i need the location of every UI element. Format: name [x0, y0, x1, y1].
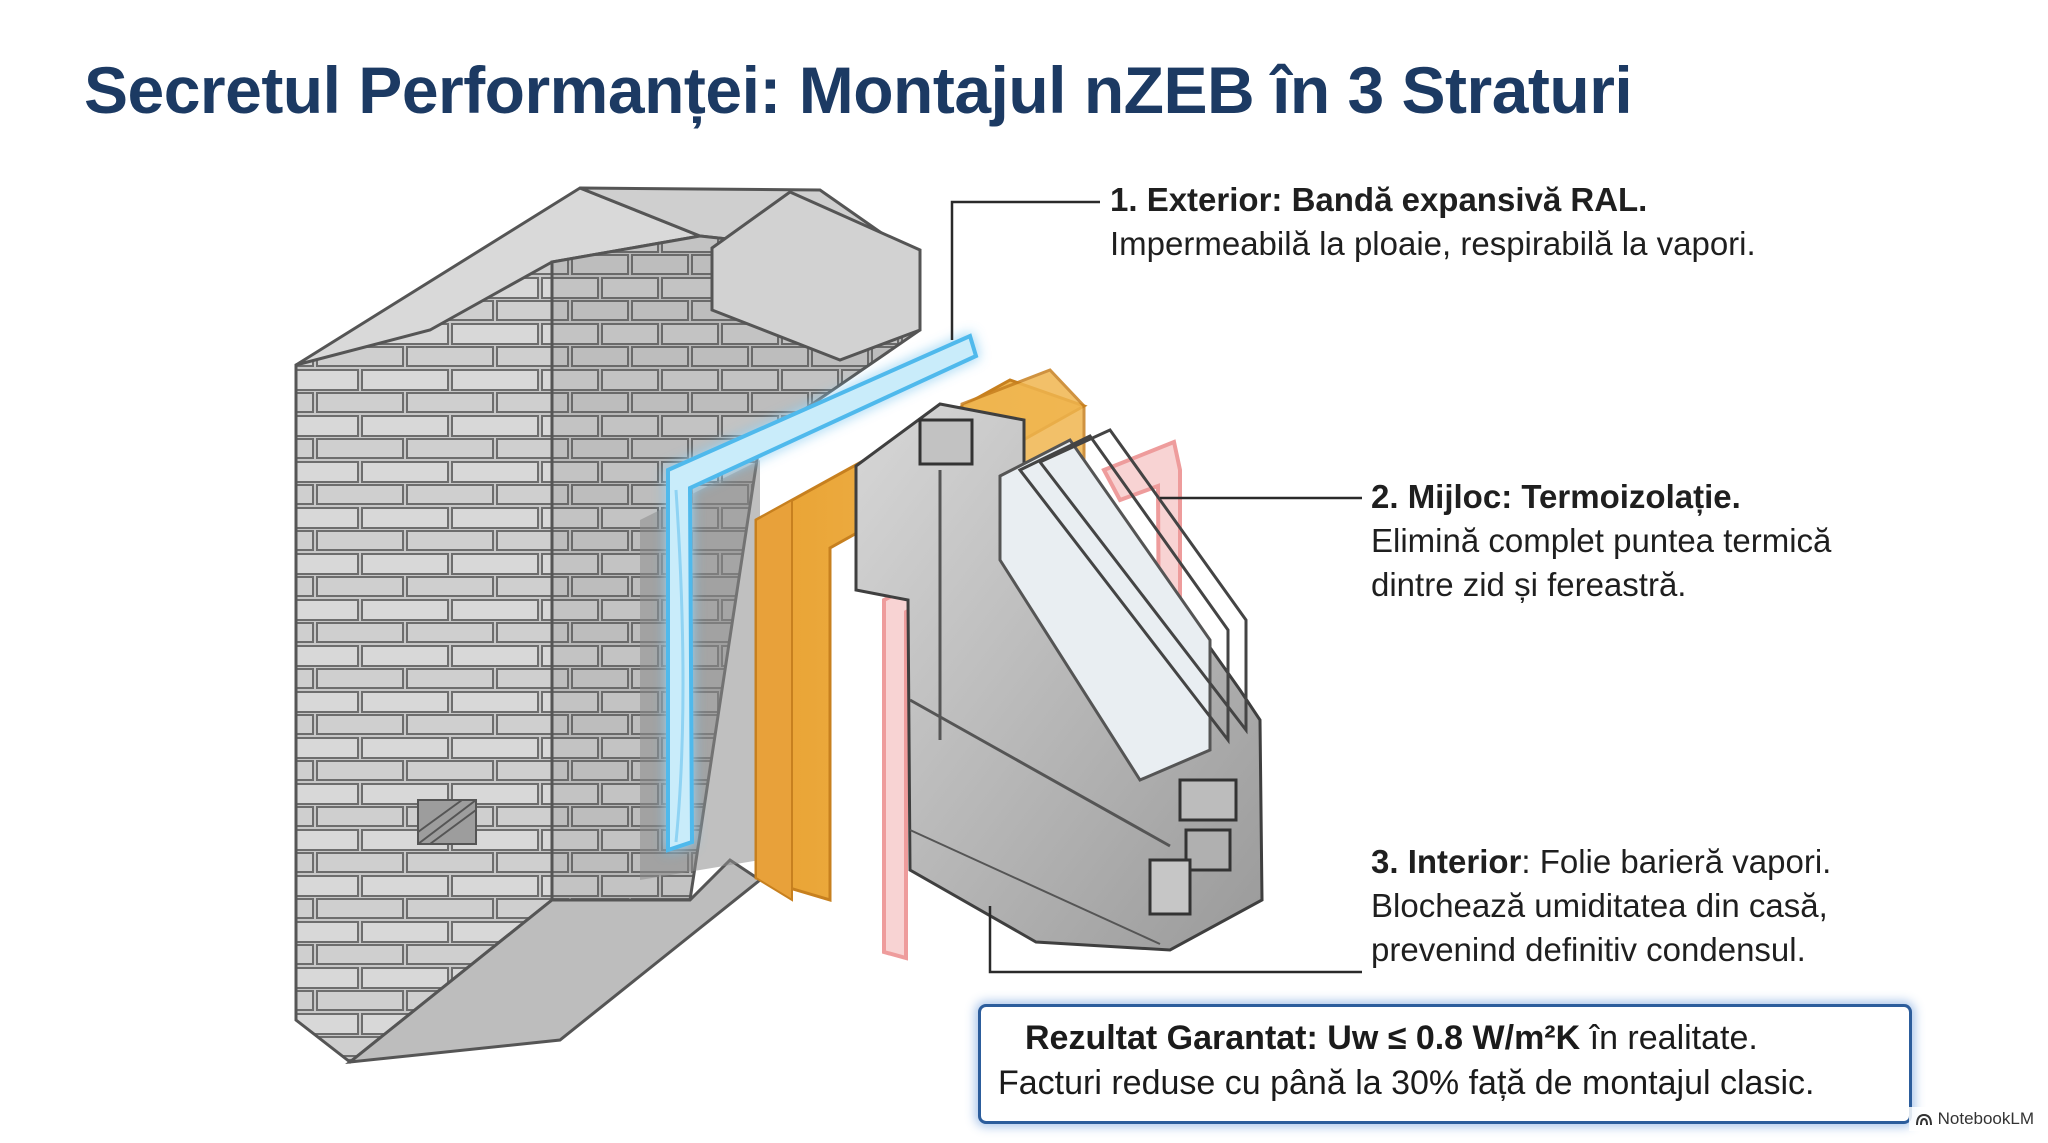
callout-interior-heading-rest: : Folie barieră vapori. [1521, 843, 1832, 880]
window-frame [854, 402, 1264, 952]
brick-wall [294, 186, 922, 1065]
result-box: Rezultat Garantat: Uw ≤ 0.8 W/m²K în rea… [978, 1004, 1912, 1124]
callout-interior-heading: 3. Interior [1371, 843, 1522, 880]
exterior-tape [666, 333, 979, 853]
callout-exterior-heading: 1. Exterior: Bandă expansivă RAL. [1110, 181, 1648, 218]
notebooklm-label: NotebookLM [1937, 1109, 2034, 1128]
callout-interior-text-2: prevenind definitiv condensul. [1371, 931, 1806, 968]
callout-interior: 3. Interior: Folie barieră vapori. Bloch… [1371, 840, 1831, 972]
callout-middle-heading: 2. Mijloc: Termoizolație. [1371, 478, 1741, 515]
page-title: Secretul Performanței: Montajul nZEB în … [84, 53, 1633, 127]
callout-middle-text-2: dintre zid și fereastră. [1371, 566, 1687, 603]
leader-lines [950, 200, 1362, 974]
notebooklm-logo-icon [1915, 1113, 1932, 1126]
callout-exterior: 1. Exterior: Bandă expansivă RAL. Imperm… [1110, 178, 1756, 266]
result-heading-tail: în realitate. [1580, 1019, 1758, 1057]
callout-exterior-text: Impermeabilă la ploaie, respirabilă la v… [1110, 225, 1756, 262]
callout-interior-text-1: Blochează umiditatea din casă, [1371, 887, 1828, 924]
result-detail: Facturi reduse cu până la 30% față de mo… [998, 1064, 1815, 1102]
notebooklm-badge: NotebookLM [1908, 1107, 2040, 1131]
callout-middle-text-1: Elimină complet puntea termică [1371, 522, 1832, 559]
callout-middle: 2. Mijloc: Termoizolație. Elimină comple… [1371, 475, 1831, 607]
result-heading: Rezultat Garantat: Uw ≤ 0.8 W/m²K [1025, 1019, 1581, 1057]
